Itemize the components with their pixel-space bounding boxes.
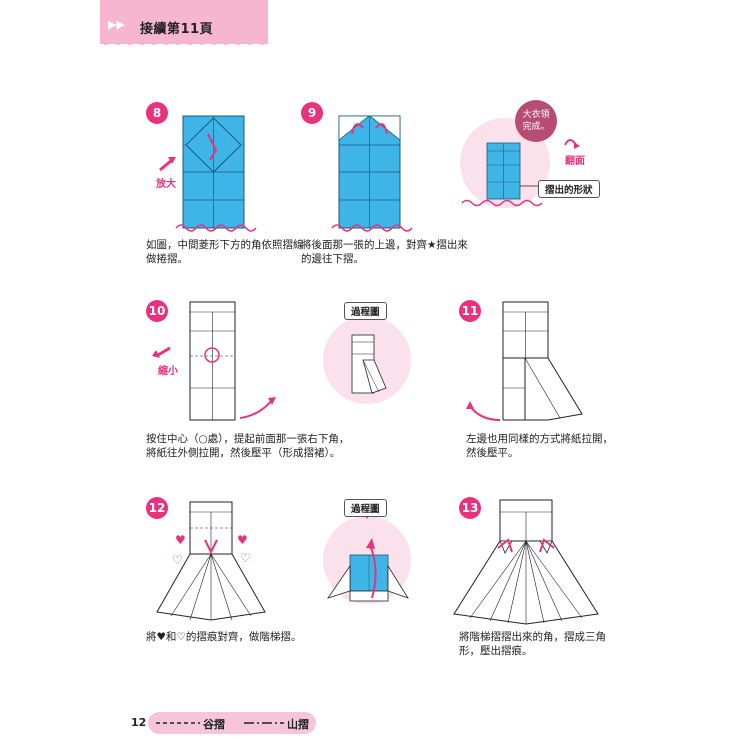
step-11-caption: 左邊也用同樣的方式將紙拉開， 然後壓平。 <box>466 433 613 459</box>
step-9-caption: 將後面那一張的上邊，對齊★摺出來 的邊往下摺。 <box>301 239 468 265</box>
step-10-caption: 按住中心（○處），提起前面那一張右下角， 將紙往外側拉開，然後壓平（形成摺裙）。 <box>146 433 350 459</box>
header-scallop <box>100 40 268 45</box>
fold-out-label: 摺出的形狀 <box>538 180 600 198</box>
header-arrows: ▶▶ <box>108 18 125 31</box>
svg-text:♡: ♡ <box>172 553 183 567</box>
step-number-9: 9 <box>301 102 323 124</box>
step-8-caption: 如圖，中間菱形下方的角依照摺線 做捲摺。 <box>146 239 304 265</box>
fold-legend <box>148 712 316 734</box>
page-number: 12 <box>131 716 147 729</box>
step-number-13: 13 <box>459 497 481 519</box>
svg-text:♥: ♥ <box>237 533 248 547</box>
flip-label: 翻面 <box>565 156 585 167</box>
shrink-label: 縮小 <box>158 366 178 377</box>
valley-fold-label: 谷摺 <box>203 718 225 731</box>
coat-collar-bubble: 大衣領 完成。 <box>515 100 557 142</box>
step-number-8: 8 <box>146 102 168 124</box>
step-13-caption: 將階梯摺摺出來的角，摺成三角 形，壓出摺痕。 <box>459 631 606 657</box>
step-12-caption: 將♥和♡的摺痕對齊，做階梯摺。 <box>146 631 302 643</box>
step-number-11: 11 <box>459 300 481 322</box>
enlarge-label: 放大 <box>156 179 176 190</box>
process-label-1: 過程圖 <box>344 302 387 320</box>
process-label-2: 過程圖 <box>344 499 387 517</box>
page-title: 接續第11頁 <box>140 22 214 37</box>
svg-text:♡: ♡ <box>240 551 251 565</box>
svg-text:♥: ♥ <box>175 533 186 547</box>
step-number-12: 12 <box>146 497 168 519</box>
mountain-fold-label: 山摺 <box>287 718 309 731</box>
header-tab <box>100 0 268 44</box>
step-number-10: 10 <box>146 300 168 322</box>
